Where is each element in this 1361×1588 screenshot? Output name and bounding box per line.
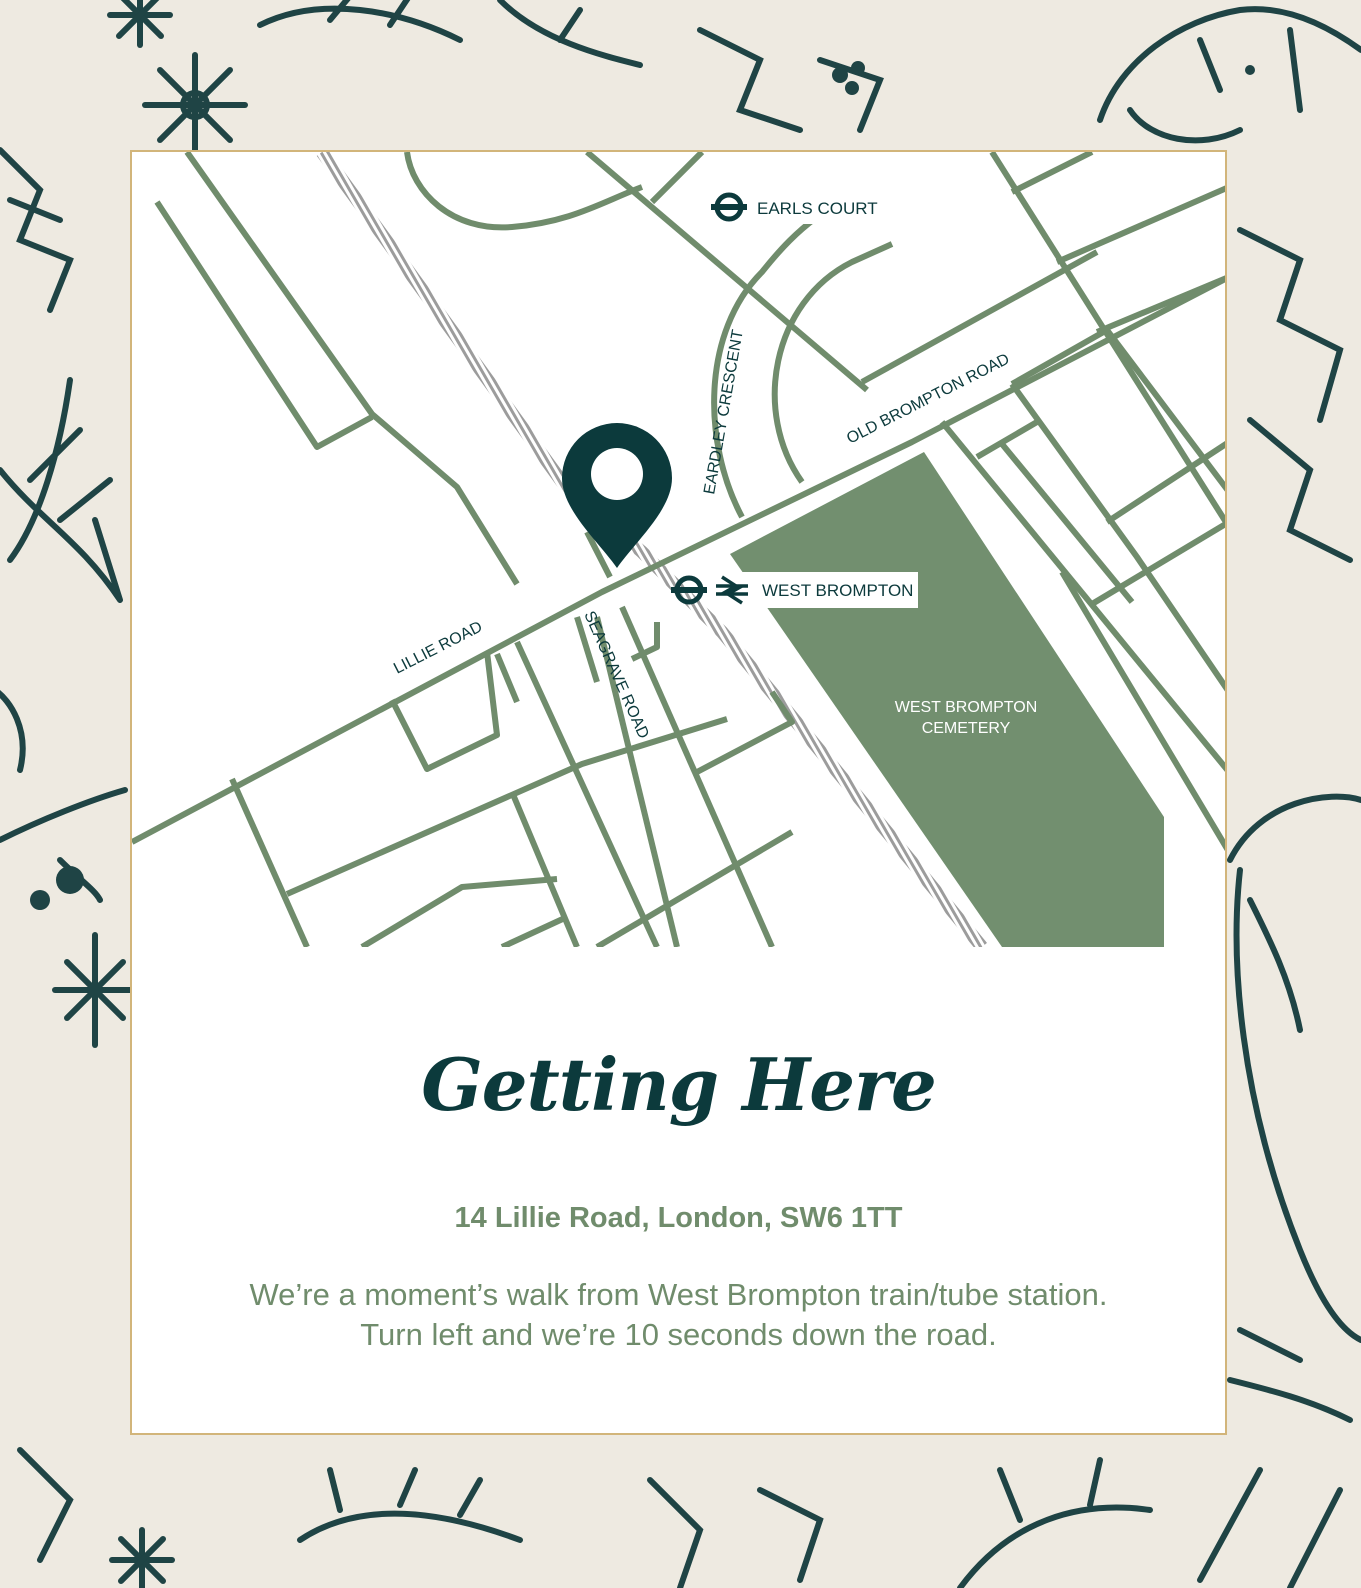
road	[1055, 185, 1225, 265]
road	[860, 249, 1099, 385]
underground-roundel-icon	[671, 575, 707, 605]
road	[975, 419, 1039, 460]
getting-here-card: EARLS COURT WEST BROMPTON EARDLEY CRESCE…	[130, 150, 1227, 1435]
location-map: EARLS COURT WEST BROMPTON EARDLEY CRESCE…	[132, 152, 1225, 947]
road	[500, 914, 569, 947]
directions-line: Turn left and we’re 10 seconds down the …	[360, 1317, 997, 1352]
underground-roundel-icon	[711, 192, 747, 222]
road	[630, 622, 660, 662]
road	[939, 420, 1225, 772]
snowflake-icon	[52, 932, 138, 1048]
station-label: EARLS COURT	[757, 199, 878, 218]
road-label-seagrave-road: SEAGRAVE ROAD	[580, 609, 651, 742]
road	[184, 152, 520, 586]
road-lillie-old-brompton	[132, 275, 1225, 845]
branch-illustration	[0, 690, 128, 903]
station-label: WEST BROMPTON	[762, 581, 913, 600]
road	[585, 152, 869, 393]
road	[1105, 441, 1225, 525]
directions-text: We’re a moment’s walk from West Brompton…	[132, 1275, 1225, 1355]
branch-illustration	[0, 377, 123, 603]
road	[404, 152, 644, 231]
road	[1010, 152, 1094, 195]
road	[584, 530, 613, 579]
road	[619, 605, 775, 947]
road	[389, 651, 500, 772]
road	[360, 876, 558, 947]
road	[595, 829, 794, 947]
road	[154, 200, 374, 450]
snowflake-icon	[107, 0, 173, 48]
road	[1059, 570, 1225, 852]
national-rail-icon	[716, 575, 748, 605]
park-label: WEST BROMPTON	[895, 699, 1038, 716]
road	[594, 616, 680, 947]
page-title: Getting Here	[421, 1042, 937, 1127]
venue-address: 14 Lillie Road, London, SW6 1TT	[454, 1202, 903, 1234]
park-label: CEMETERY	[922, 720, 1011, 737]
railway-line	[316, 152, 988, 947]
road	[509, 790, 580, 947]
antler-illustration	[257, 0, 643, 68]
moose-illustration	[1097, 6, 1361, 144]
snowflake-icon	[109, 1527, 175, 1588]
directions-line: We’re a moment’s walk from West Brompton…	[249, 1277, 1108, 1312]
road	[285, 716, 728, 897]
eardley-crescent	[711, 214, 819, 519]
road	[695, 690, 795, 775]
road	[1009, 382, 1225, 692]
location-pin-icon[interactable]	[562, 423, 672, 568]
road	[1090, 520, 1225, 607]
road-label-lillie-road: LILLIE ROAD	[391, 618, 485, 677]
snowflake-icon	[142, 52, 248, 158]
road	[1010, 327, 1225, 492]
road	[229, 777, 310, 947]
holly-leaves-illustration	[0, 27, 1353, 1588]
station-west-brompton[interactable]: WEST BROMPTON	[671, 572, 918, 608]
road	[1095, 275, 1225, 335]
eardley-crescent	[771, 241, 894, 484]
road	[649, 152, 705, 205]
station-earls-court[interactable]: EARLS COURT	[702, 190, 882, 224]
road	[494, 652, 520, 704]
antler-illustration	[297, 1457, 1343, 1588]
road	[999, 442, 1135, 604]
road	[514, 640, 660, 947]
bird-illustration	[1227, 793, 1361, 1423]
road	[574, 616, 600, 683]
